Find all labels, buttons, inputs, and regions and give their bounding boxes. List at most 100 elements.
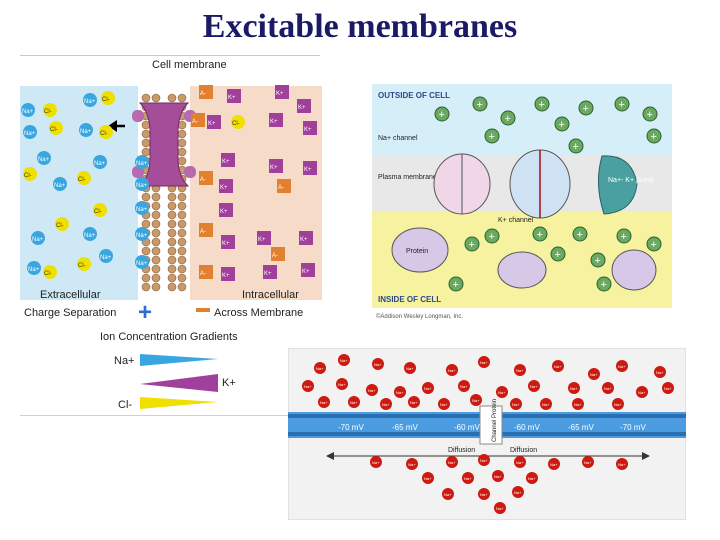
potassium-ion-label: K+ bbox=[228, 95, 236, 101]
membrane-potential-diagram: Channel Protein -70 mV-65 mV-60 mV-60 mV… bbox=[288, 348, 686, 520]
sodium-ion-label: Na+ bbox=[406, 366, 414, 371]
chloride-ion: Cl- bbox=[93, 203, 107, 217]
lipid-head bbox=[141, 129, 151, 139]
potassium-ion: K+ bbox=[303, 161, 317, 175]
lipid-head bbox=[167, 228, 177, 238]
intracellular-label: Intracellular bbox=[242, 289, 299, 301]
diffusion-right-label: Diffusion bbox=[510, 447, 537, 454]
gradient-cl bbox=[140, 397, 218, 409]
sodium-ion-label: Na+ bbox=[94, 161, 106, 167]
cation-sign: + bbox=[621, 231, 627, 243]
potassium-ion: K+ bbox=[263, 265, 277, 279]
lipid-head bbox=[177, 273, 187, 283]
sodium-ion: Na+ bbox=[406, 458, 418, 470]
plasma-membrane-label: Plasma membrane bbox=[378, 174, 437, 181]
sodium-ion: Na+ bbox=[526, 472, 538, 484]
sodium-ion: Na+ bbox=[528, 380, 540, 392]
diffusion-arrow-right bbox=[642, 452, 650, 460]
sodium-ion: Na+ bbox=[408, 396, 420, 408]
chloride-ion-label: Cl- bbox=[78, 263, 86, 269]
chloride-ion-label: Cl- bbox=[24, 173, 32, 179]
sodium-ion-label: Na+ bbox=[316, 366, 324, 371]
potassium-ion-label: K+ bbox=[302, 269, 310, 275]
cation-sign: + bbox=[647, 109, 653, 121]
sodium-ion-label: Na+ bbox=[516, 368, 524, 373]
sodium-ion: Na+ bbox=[135, 255, 149, 269]
potassium-ion: K+ bbox=[219, 203, 233, 217]
cation: + bbox=[554, 116, 570, 132]
anion-label: A- bbox=[192, 119, 198, 125]
potassium-ion-label: K+ bbox=[258, 237, 266, 243]
sodium-ion-label: Na+ bbox=[530, 384, 538, 389]
cation-sign: + bbox=[555, 249, 561, 261]
sodium-ion: Na+ bbox=[93, 155, 107, 169]
cation: + bbox=[646, 128, 662, 144]
sodium-ion-label: Na+ bbox=[460, 384, 468, 389]
sodium-ion: Na+ bbox=[492, 470, 504, 482]
anion: A- bbox=[199, 85, 213, 99]
gradient-label-na: Na+ bbox=[114, 355, 135, 367]
cation: + bbox=[448, 276, 464, 292]
sodium-ion: Na+ bbox=[135, 201, 149, 215]
sodium-ion: Na+ bbox=[612, 398, 624, 410]
potassium-ion: K+ bbox=[299, 231, 313, 245]
cation-sign: + bbox=[489, 131, 495, 143]
sodium-ion: Na+ bbox=[370, 456, 382, 468]
lipid-head bbox=[167, 246, 177, 256]
sodium-ion: Na+ bbox=[494, 502, 506, 514]
sodium-ion-label: Na+ bbox=[24, 131, 36, 137]
gradient-k bbox=[140, 374, 218, 392]
sodium-ion-label: Na+ bbox=[554, 364, 562, 369]
potassium-ion: K+ bbox=[221, 267, 235, 281]
voltage-labels: -70 mV-65 mV-60 mV-60 mV-65 mV-70 mV bbox=[338, 423, 646, 432]
anion: A- bbox=[199, 265, 213, 279]
sodium-ion: Na+ bbox=[318, 396, 330, 408]
sodium-ion: Na+ bbox=[572, 398, 584, 410]
cation-sign: + bbox=[559, 119, 565, 131]
lipid-head bbox=[177, 237, 187, 247]
cation-sign: + bbox=[601, 279, 607, 291]
anion-label: A- bbox=[272, 253, 278, 259]
lipid-head bbox=[167, 255, 177, 265]
sodium-ion: Na+ bbox=[53, 177, 67, 191]
lipid-head bbox=[177, 210, 187, 220]
sodium-ion-label: Na+ bbox=[498, 390, 506, 395]
lipid-head bbox=[141, 282, 151, 292]
sodium-ion: Na+ bbox=[462, 472, 474, 484]
protein-label: Protein bbox=[406, 248, 428, 255]
sodium-ion: Na+ bbox=[514, 456, 526, 468]
chloride-ion: Cl- bbox=[43, 265, 57, 279]
sodium-ion-label: Na+ bbox=[496, 506, 504, 511]
cation-sign: + bbox=[651, 131, 657, 143]
lipid-head bbox=[151, 255, 161, 265]
lipid-head bbox=[151, 264, 161, 274]
sodium-ion-label: Na+ bbox=[396, 390, 404, 395]
cation-sign: + bbox=[537, 229, 543, 241]
voltage-label: -60 mV bbox=[454, 423, 480, 432]
sodium-ion-label: Na+ bbox=[448, 460, 456, 465]
sodium-ion: Na+ bbox=[568, 382, 580, 394]
lipid-head bbox=[141, 192, 151, 202]
voltage-label: -65 mV bbox=[568, 423, 594, 432]
sodium-ion: Na+ bbox=[422, 382, 434, 394]
sodium-ion-label: Na+ bbox=[38, 157, 50, 163]
sodium-ion-label: Na+ bbox=[408, 462, 416, 467]
lipid-head bbox=[167, 192, 177, 202]
cation-sign: + bbox=[539, 99, 545, 111]
sodium-ion-label: Na+ bbox=[304, 384, 312, 389]
lipid-head bbox=[177, 93, 187, 103]
lipid-head bbox=[151, 228, 161, 238]
sodium-ion-label: Na+ bbox=[424, 476, 432, 481]
sodium-ion: Na+ bbox=[478, 454, 490, 466]
cation: + bbox=[578, 100, 594, 116]
cation: + bbox=[616, 228, 632, 244]
lipid-head bbox=[151, 201, 161, 211]
lipid-head bbox=[167, 219, 177, 229]
sodium-ion: Na+ bbox=[514, 364, 526, 376]
cation-sign: + bbox=[619, 99, 625, 111]
sodium-ion-label: Na+ bbox=[320, 400, 328, 405]
potassium-ion: K+ bbox=[269, 113, 283, 127]
sodium-ion-label: Na+ bbox=[584, 460, 592, 465]
potassium-ion: K+ bbox=[297, 99, 311, 113]
potassium-ion: K+ bbox=[301, 263, 315, 277]
